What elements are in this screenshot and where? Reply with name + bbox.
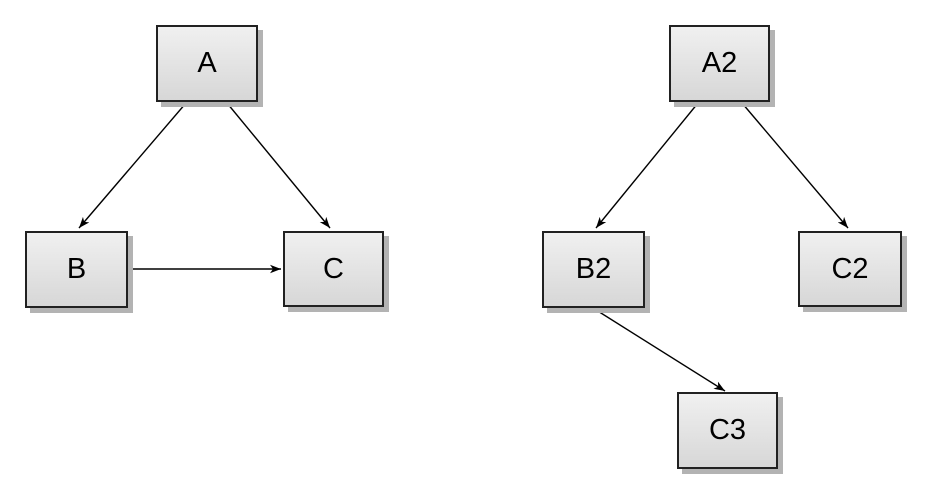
node-B: B xyxy=(25,231,128,308)
node-C2: C2 xyxy=(798,231,902,307)
edge-A-to-B xyxy=(78,102,187,229)
node-C: C xyxy=(283,231,384,307)
node-label: C xyxy=(323,252,344,285)
node-label: A2 xyxy=(701,47,738,79)
node-label: C2 xyxy=(831,252,869,285)
node-label: A xyxy=(197,47,217,79)
node-A2: A2 xyxy=(669,25,770,102)
node-A: A xyxy=(156,25,258,102)
edge-A-to-C xyxy=(226,102,331,229)
node-label: B xyxy=(66,253,87,285)
edge-B2-to-C3 xyxy=(592,307,726,392)
node-label: B2 xyxy=(575,253,612,285)
node-label: C3 xyxy=(708,414,747,446)
node-B2: B2 xyxy=(542,231,645,308)
node-C3: C3 xyxy=(677,392,778,469)
edge-A2-to-C2 xyxy=(741,102,849,229)
edge-A2-to-B2 xyxy=(595,102,699,229)
